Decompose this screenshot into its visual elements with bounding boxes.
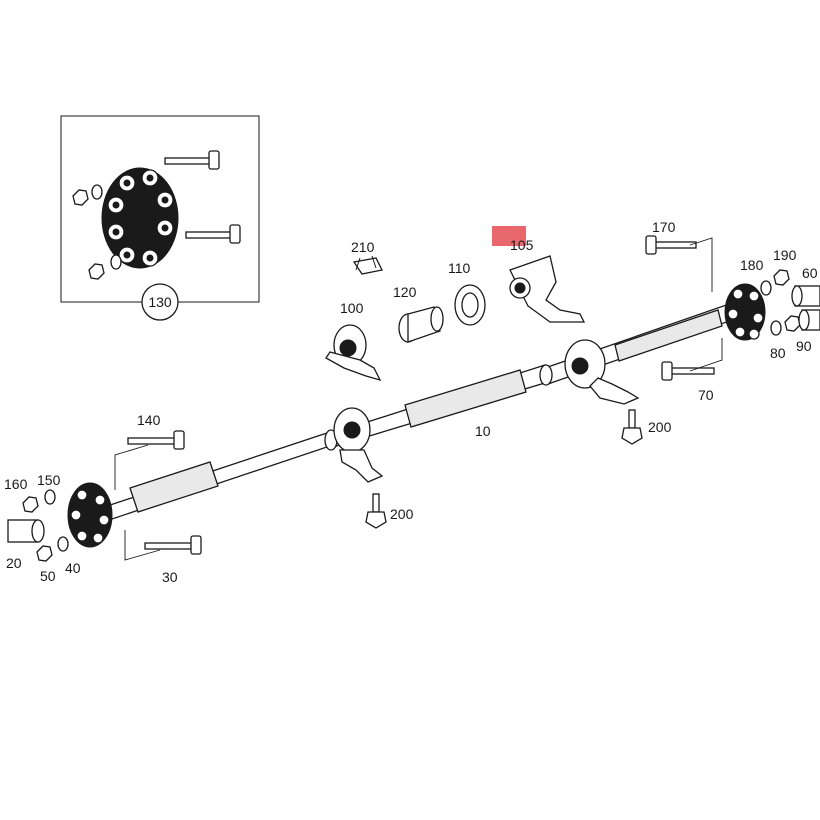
inset-nut-lower (88, 263, 105, 280)
rear-tube-section (614, 309, 723, 362)
rubber-boot-120 (398, 306, 444, 343)
middle-tube-section (404, 369, 527, 428)
label-210: 210 (351, 239, 375, 255)
rear-sleeve-partial (798, 309, 820, 331)
label-150: 150 (37, 472, 61, 488)
bracket-210 (352, 255, 383, 275)
rear-centering-sleeve-60 (791, 285, 820, 307)
label-170: 170 (652, 219, 676, 235)
label-110: 110 (448, 260, 471, 276)
inset-bolt-lower (185, 224, 241, 244)
label-80: 80 (770, 345, 786, 361)
label-105: 105 (510, 237, 534, 253)
label-140: 140 (137, 412, 161, 428)
inset-washer-upper (91, 184, 103, 200)
label-120: 120 (393, 284, 417, 300)
inset-washer-lower (110, 254, 122, 270)
front-nut-160 (22, 496, 39, 513)
part-105-highlight (492, 226, 526, 246)
screw-200-right (621, 409, 643, 445)
rear-flex-disc (724, 283, 766, 341)
rear-bolt-70 (661, 361, 715, 381)
label-100: 100 (340, 300, 364, 316)
front-bolt-140 (127, 430, 185, 450)
center-bearing-100 (325, 324, 382, 382)
label-90: 90 (796, 338, 812, 354)
rear-nut-90 (784, 315, 801, 332)
rear-washer-180 (760, 280, 772, 296)
label-60: 60 (802, 265, 818, 281)
front-flex-disc (67, 482, 113, 548)
label-30: 30 (162, 569, 178, 585)
label-160: 160 (4, 476, 28, 492)
inset-nut-upper (72, 189, 89, 206)
front-tube-section (129, 461, 219, 513)
label-70: 70 (698, 387, 714, 403)
label-40: 40 (65, 560, 81, 576)
bearing-ring-110 (454, 284, 486, 326)
label-130: 130 (148, 294, 172, 310)
rear-bolt-170 (645, 235, 697, 255)
front-washer-40 (57, 536, 69, 552)
screw-200-center (365, 493, 387, 529)
front-centering-sleeve-20 (7, 519, 45, 543)
rear-washer-80 (770, 320, 782, 336)
inset-bolt-upper (164, 150, 220, 170)
front-bolt-30 (144, 535, 202, 555)
center-bearing-105 (509, 255, 586, 323)
label-200-center: 200 (390, 506, 414, 522)
front-washer-150 (44, 489, 56, 505)
label-10: 10 (475, 423, 491, 439)
callout-130-circle (141, 283, 179, 321)
rear-nut-190 (773, 269, 790, 286)
front-nut-50 (36, 545, 53, 562)
label-180: 180 (740, 257, 764, 273)
flex-disc-inset (60, 115, 260, 321)
label-50: 50 (40, 568, 56, 584)
label-20: 20 (6, 555, 22, 571)
center-bearing-mounted-rear (564, 339, 640, 405)
label-190: 190 (773, 247, 797, 263)
label-200-right: 200 (648, 419, 672, 435)
flex-disc-130 (101, 167, 179, 269)
center-bearing-mounted-front (333, 407, 384, 483)
